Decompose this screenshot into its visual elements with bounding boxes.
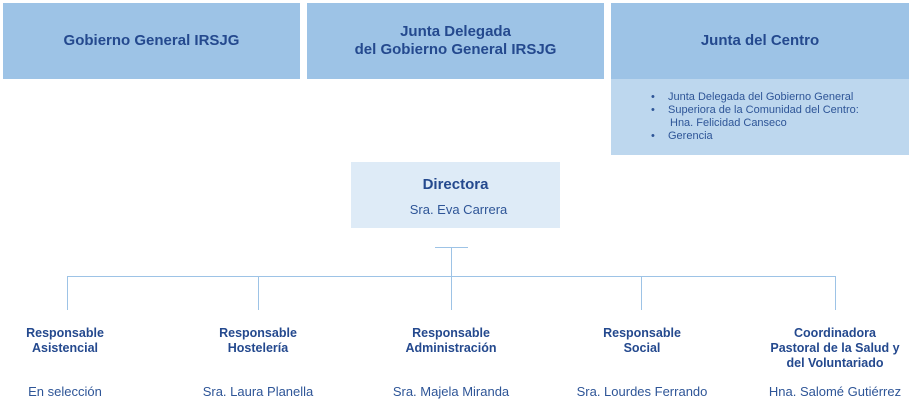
member-label: Gerencia xyxy=(668,130,713,142)
gobierno-general-box: Gobierno General IRSJG xyxy=(3,3,300,79)
directora-title: Directora xyxy=(422,176,489,193)
list-item: • Superiora de la Comunidad del Centro: xyxy=(651,104,859,117)
list-item: • Gerencia xyxy=(651,130,859,143)
connector-drop-2 xyxy=(258,276,259,310)
connector-horizontal xyxy=(67,276,836,277)
bullet-icon: • xyxy=(651,91,655,103)
connector-main-vertical xyxy=(451,247,452,310)
list-item: • Junta Delegada del Gobierno General xyxy=(651,91,859,104)
connector-drop-5 xyxy=(835,276,836,310)
person-asistencial: En selección xyxy=(28,384,102,399)
role-pastoral-voluntariado: Coordinadora Pastoral de la Salud y del … xyxy=(770,326,900,370)
person-hosteleria: Sra. Laura Planella xyxy=(202,384,314,399)
person-administracion: Sra. Majela Miranda xyxy=(392,384,510,399)
role-social: Responsable Social xyxy=(603,326,681,355)
person-pastoral-voluntariado: Hna. Salomé Gutiérrez xyxy=(768,384,902,399)
junta-centro-members-list: • Junta Delegada del Gobierno General • … xyxy=(651,91,859,143)
directora-name: Sra. Eva Carrera xyxy=(409,202,508,217)
connector-drop-4 xyxy=(641,276,642,310)
role-asistencial: Responsable Asistencial xyxy=(26,326,104,355)
member-label: Junta Delegada del Gobierno General xyxy=(668,91,854,103)
role-hosteleria: Responsable Hostelería xyxy=(219,326,297,355)
junta-centro-header: Junta del Centro xyxy=(611,3,909,79)
directora-box: Directora Sra. Eva Carrera xyxy=(351,162,560,228)
person-social: Sra. Lourdes Ferrando xyxy=(576,384,708,399)
connector-drop-1 xyxy=(67,276,68,310)
member-name: Hna. Felicidad Canseco xyxy=(670,117,787,129)
list-subitem: Hna. Felicidad Canseco xyxy=(651,117,859,130)
junta-centro-body: • Junta Delegada del Gobierno General • … xyxy=(611,79,909,155)
junta-delegada-box: Junta Delegada del Gobierno General IRSJ… xyxy=(307,3,604,79)
bullet-icon: • xyxy=(651,130,655,142)
bullet-icon: • xyxy=(651,104,655,116)
member-label: Superiora de la Comunidad del Centro: xyxy=(668,104,859,116)
role-administracion: Responsable Administración xyxy=(405,326,497,355)
